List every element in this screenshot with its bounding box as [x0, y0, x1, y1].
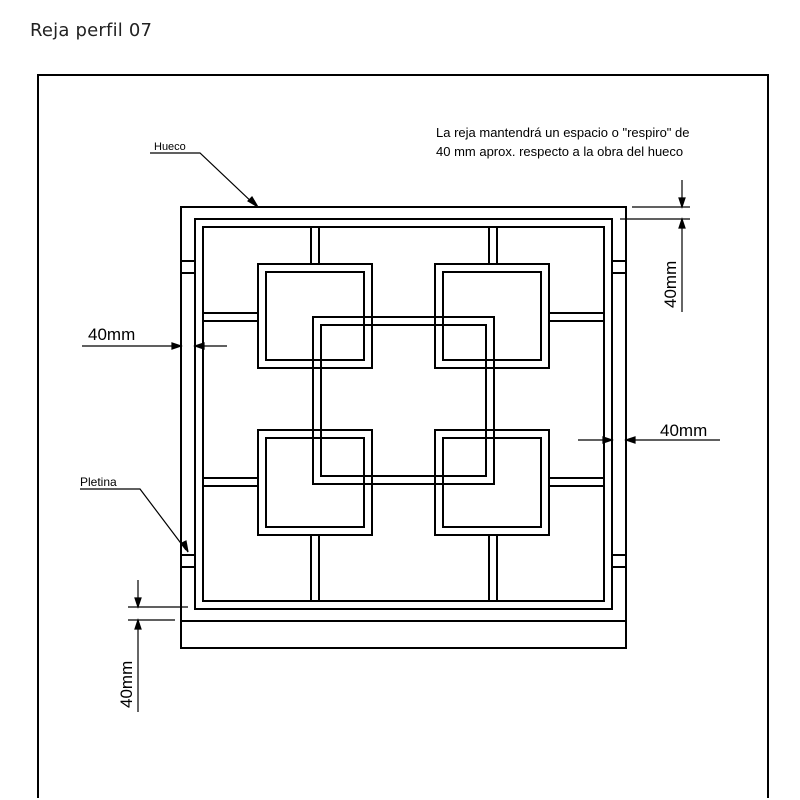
dim-label-bottom-left: 40mm — [117, 661, 136, 708]
pletina-right-top — [611, 260, 627, 274]
pletina-left-top — [180, 260, 196, 274]
frame-inner — [202, 226, 605, 602]
opening-outline — [180, 206, 627, 649]
page-title: Reja perfil 07 — [30, 20, 153, 41]
label-hueco: Hueco — [154, 141, 186, 153]
sheet-border — [37, 74, 769, 798]
dim-label-left: 40mm — [88, 325, 135, 344]
square-center — [312, 316, 495, 485]
square-bottom-right — [434, 429, 550, 536]
note-line-2: 40 mm aprox. respecto a la obra del huec… — [436, 144, 683, 159]
connector-bars — [203, 227, 604, 601]
leader-pletina — [80, 488, 187, 551]
note-line-1: La reja mantendrá un espacio o "respiro"… — [436, 125, 690, 140]
leader-hueco — [150, 152, 257, 207]
frame-outer — [194, 218, 613, 610]
dim-label-top-right: 40mm — [661, 261, 680, 308]
pletinas — [180, 260, 627, 568]
pletina-right-bottom — [611, 554, 627, 568]
square-bottom-left — [257, 429, 373, 536]
pletina-left-bottom — [180, 554, 196, 568]
dim-label-right: 40mm — [660, 421, 707, 440]
label-pletina: Pletina — [80, 475, 117, 489]
